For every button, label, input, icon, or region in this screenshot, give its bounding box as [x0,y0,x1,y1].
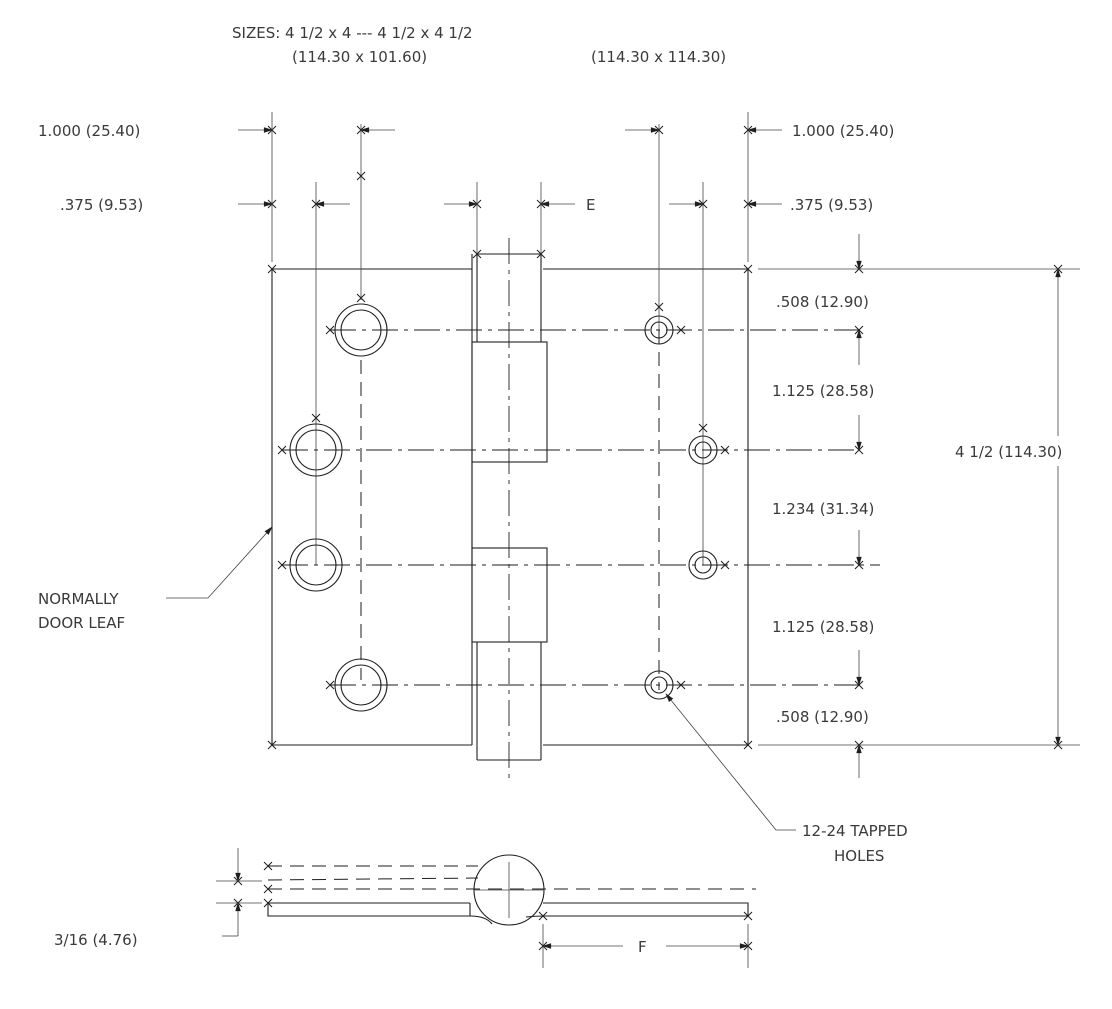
x-mark [720,560,730,570]
x-mark [325,680,335,690]
dimension-vertical-chain [758,234,1080,778]
tapped-holes [644,315,718,700]
x-mark [267,264,277,274]
x-mark [654,302,664,312]
dim-overall-height: 4 1/2 (114.30) [955,443,1062,461]
left-holes [289,303,388,712]
hinge-side-view [216,848,756,968]
x-mark [720,445,730,455]
leader-tapped-holes [665,693,796,831]
sizes-metric-right: (114.30 x 114.30) [591,48,726,66]
dim-gap-1: 1.125 (28.58) [772,382,874,400]
dimension-offset [238,182,782,254]
dimension-edge-to-hole [238,112,782,262]
dim-top-gap: .508 (12.90) [776,293,869,311]
dim-bottom-gap: .508 (12.90) [776,708,869,726]
leader-door-leaf [166,526,273,599]
dim-gap-3: 1.125 (28.58) [772,618,874,636]
right-leaf [543,268,749,746]
x-mark [277,445,287,455]
hole-centerlines-vertical [315,124,704,690]
x-mark [325,325,335,335]
x-mark [356,171,366,181]
x-mark [743,740,753,750]
dim-edge-right: 1.000 (25.40) [792,122,894,140]
x-mark [277,560,287,570]
note-tapped-2: HOLES [834,847,884,865]
x-mark [698,423,708,433]
x-mark [676,680,686,690]
x-mark [356,293,366,303]
hole-centerlines-horizontal [282,329,880,686]
x-mark [267,740,277,750]
x-mark [311,413,321,423]
sizes-title: SIZES: 4 1/2 x 4 --- 4 1/2 x 4 1/2 [232,24,473,42]
note-door-leaf-2: DOOR LEAF [38,614,125,632]
dim-gap-2: 1.234 (31.34) [772,500,874,518]
sizes-metric-left: (114.30 x 101.60) [292,48,427,66]
hinge-knuckles [471,238,548,782]
dim-offset-right: .375 (9.53) [790,196,873,214]
note-tapped-1: 12-24 TAPPED [802,822,908,840]
dim-thickness: 3/16 (4.76) [54,931,138,949]
dim-edge-left: 1.000 (25.40) [38,122,140,140]
x-mark [743,264,753,274]
dim-f-label: F [638,938,647,956]
reference-x-marks [233,125,1063,951]
dim-e-label: E [586,196,595,214]
left-leaf [271,268,472,746]
dim-offset-left: .375 (9.53) [60,196,143,214]
x-mark [676,325,686,335]
note-door-leaf-1: NORMALLY [38,590,119,608]
